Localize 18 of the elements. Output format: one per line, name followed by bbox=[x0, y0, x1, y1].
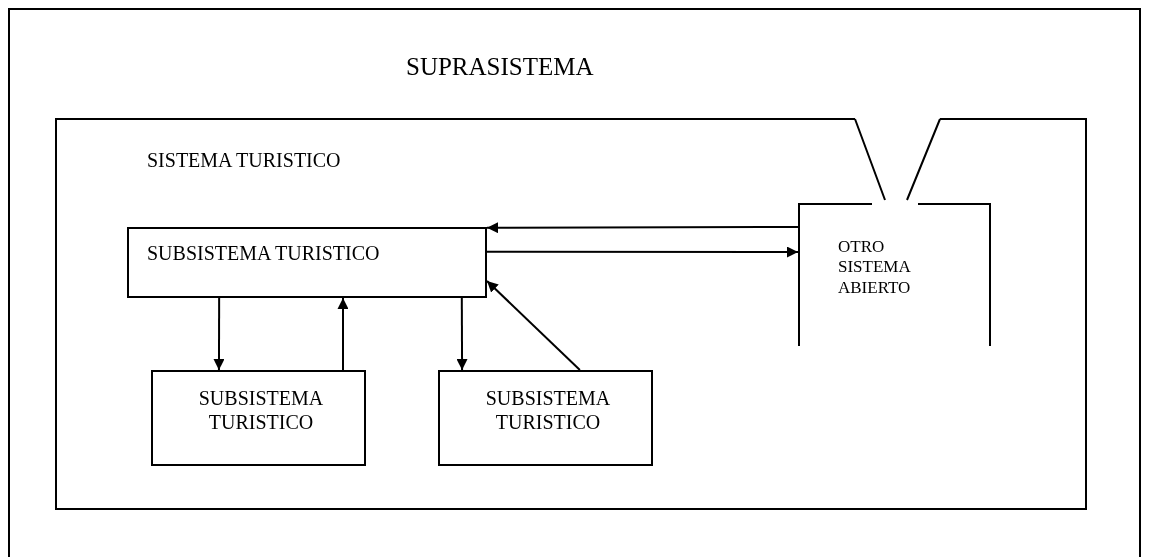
system-box bbox=[55, 118, 1087, 510]
arrow bbox=[486, 279, 581, 371]
arrow bbox=[213, 297, 225, 371]
outer-system-box bbox=[8, 8, 1141, 557]
open-system-box bbox=[798, 203, 991, 346]
arrow bbox=[337, 297, 349, 371]
heading-label: SUPRASISTEMA bbox=[406, 52, 595, 82]
node-label: SUBSISTEMA TURISTICO bbox=[484, 386, 612, 434]
node-label: OTRO SISTEMA ABIERTO bbox=[838, 237, 912, 299]
node-label: SUBSISTEMA TURISTICO bbox=[147, 241, 381, 265]
arrow bbox=[486, 246, 799, 258]
subsystem-box bbox=[438, 370, 653, 466]
heading-label: SISTEMA TURISTICO bbox=[147, 148, 342, 172]
subsystem-box bbox=[127, 227, 487, 298]
node-label: SUBSISTEMA TURISTICO bbox=[197, 386, 325, 434]
subsystem-box bbox=[151, 370, 366, 466]
arrow bbox=[456, 297, 468, 371]
arrow bbox=[486, 222, 799, 234]
